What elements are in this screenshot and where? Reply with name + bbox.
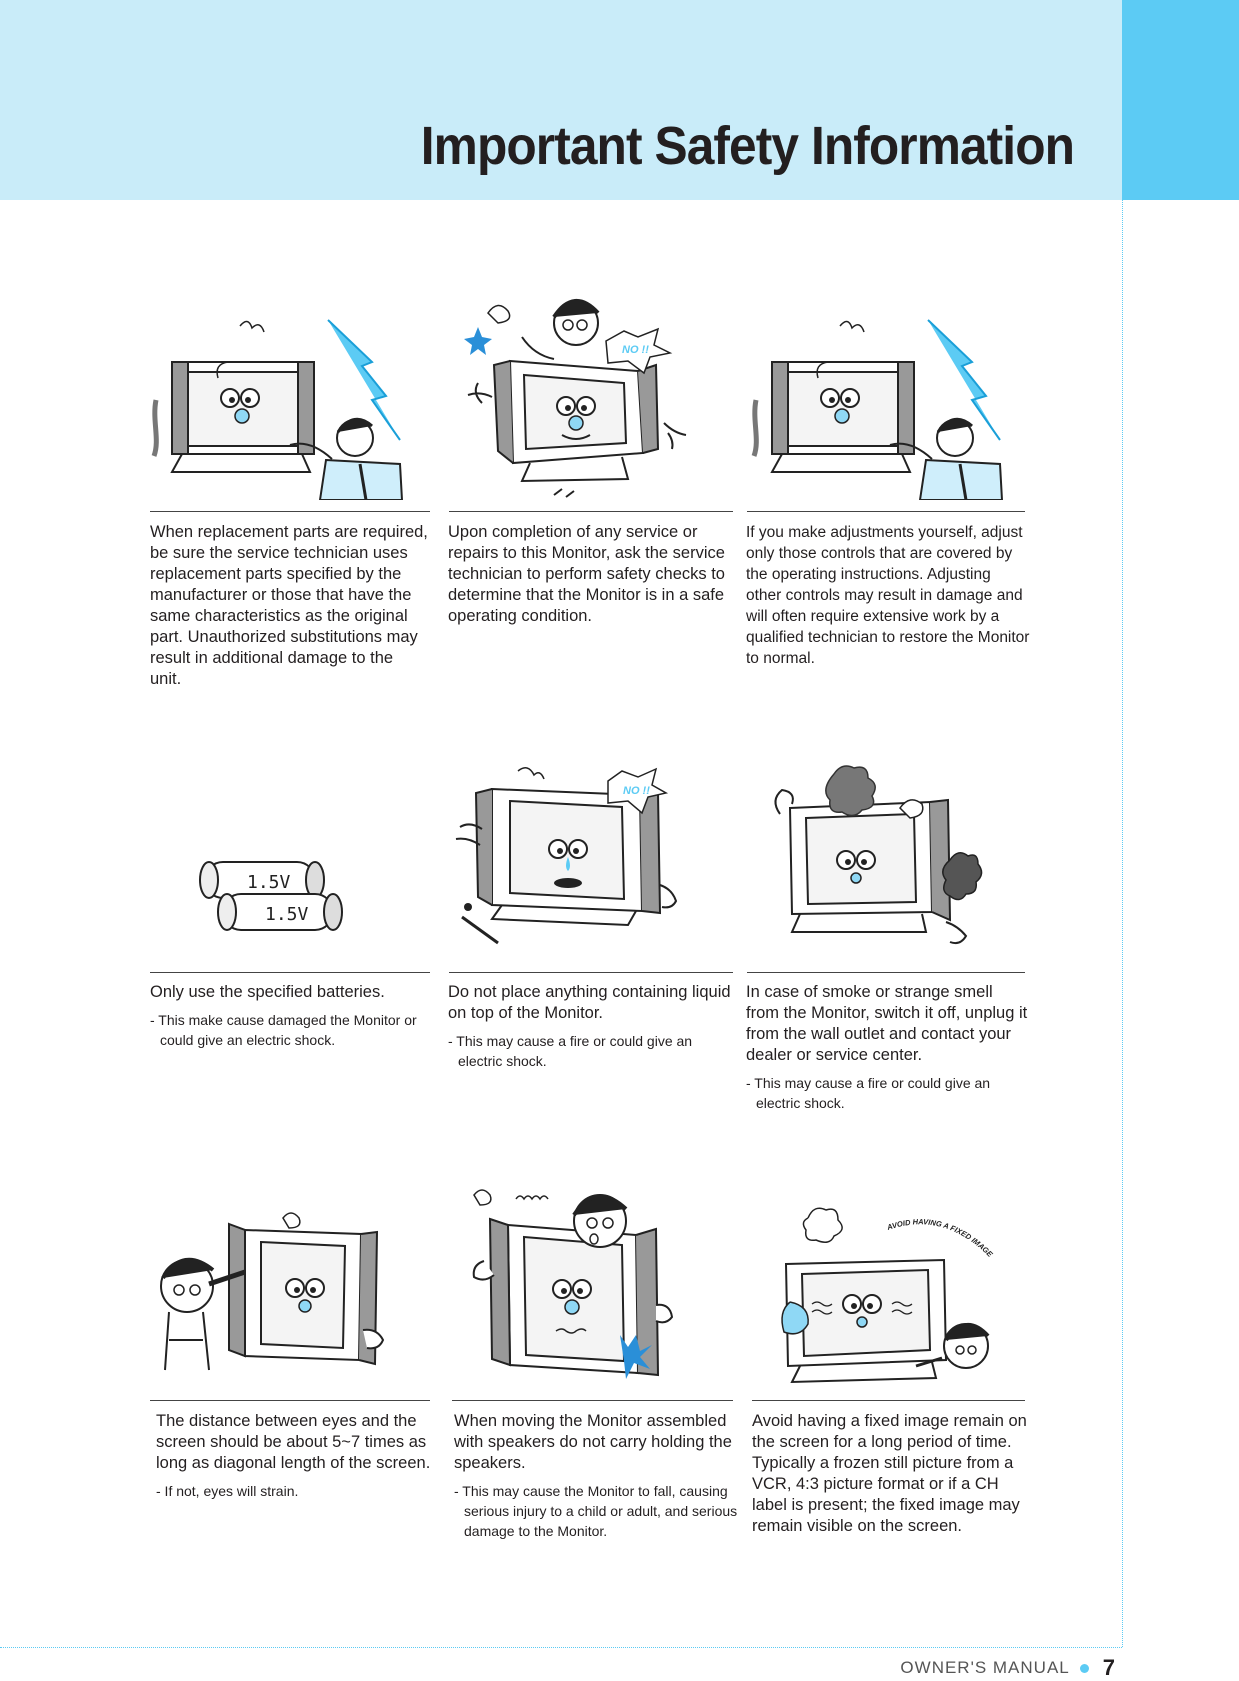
no-label: NO !!: [622, 344, 649, 356]
divider: [452, 1400, 733, 1401]
safety-item-text: Avoid having a fixed image remain on the…: [752, 1412, 1027, 1535]
divider: [150, 972, 430, 973]
battery-label: 1.5V: [247, 872, 291, 893]
moving-monitor-illustration: [472, 1189, 674, 1379]
fixed-image-illustration: AVOID HAVING A FIXED IMAGE REMAIN ON THE…: [756, 1190, 996, 1384]
safety-item-2: Upon completion of any service or repair…: [448, 522, 738, 627]
safety-item-6: In case of smoke or strange smell from t…: [746, 982, 1030, 1113]
safety-item-text: When replacement parts are required, be …: [150, 523, 428, 688]
avoid-fixed-image-label: AVOID HAVING A FIXED IMAGE REMAIN ON THE…: [756, 1190, 996, 1260]
monitor-smoke-illustration: [774, 765, 983, 945]
monitor-lightning-illustration: [751, 319, 1004, 500]
safety-item-text: If you make adjustments yourself, adjust…: [746, 524, 1030, 667]
safety-item-text: When moving the Monitor assembled with s…: [454, 1412, 732, 1472]
battery-icon: 1.5V 1.5V: [199, 861, 343, 931]
safety-item-text: Do not place anything containing liquid …: [448, 983, 731, 1022]
safety-item-3: If you make adjustments yourself, adjust…: [746, 522, 1030, 669]
divider: [752, 1400, 1025, 1401]
header-band: [0, 0, 1122, 200]
divider: [747, 511, 1025, 512]
technician-monitor-no-illustration: NO !!: [464, 299, 687, 498]
monitor-lightning-illustration: [151, 319, 404, 500]
bullet-dot-icon: [1079, 1663, 1089, 1673]
page-title: Important Safety Information: [420, 116, 1075, 176]
footer-label: OWNER'S MANUAL: [900, 1658, 1070, 1677]
safety-item-text: The distance between eyes and the screen…: [156, 1412, 431, 1472]
safety-item-note: - This may cause a fire or could give an…: [448, 1033, 693, 1069]
safety-item-text: Upon completion of any service or repair…: [448, 523, 725, 625]
safety-item-note: - This make cause damaged the Monitor or…: [150, 1012, 417, 1048]
safety-item-5: Do not place anything containing liquid …: [448, 982, 738, 1071]
margin-guide-vertical: [1122, 200, 1123, 1647]
safety-item-4: Only use the specified batteries. - This…: [150, 982, 428, 1050]
safety-item-7: The distance between eyes and the screen…: [156, 1411, 432, 1501]
divider: [150, 511, 430, 512]
viewing-distance-illustration: [160, 1212, 385, 1371]
safety-item-text: Only use the specified batteries.: [150, 983, 385, 1001]
safety-item-1: When replacement parts are required, be …: [150, 522, 428, 690]
safety-item-text: In case of smoke or strange smell from t…: [746, 983, 1028, 1064]
no-label: NO !!: [623, 785, 650, 797]
page-number: 7: [1102, 1655, 1115, 1680]
divider: [150, 1400, 430, 1401]
safety-item-note: - This may cause a fire or could give an…: [746, 1075, 991, 1111]
safety-item-8: When moving the Monitor assembled with s…: [454, 1411, 740, 1541]
divider: [449, 511, 733, 512]
divider: [449, 972, 733, 973]
safety-item-9: Avoid having a fixed image remain on the…: [752, 1411, 1032, 1537]
svg-text:AVOID HAVING A FIXED IMAGE REM: AVOID HAVING A FIXED IMAGE REMAIN ON THE…: [756, 1190, 996, 1260]
header-tab: [1122, 0, 1239, 200]
battery-label: 1.5V: [265, 904, 309, 925]
monitor-no-liquid-illustration: NO !!: [455, 767, 678, 945]
footer: OWNER'S MANUAL 7: [900, 1655, 1115, 1681]
margin-guide-horizontal: [0, 1647, 1122, 1648]
safety-item-note: - This may cause the Monitor to fall, ca…: [454, 1483, 738, 1539]
divider: [747, 972, 1025, 973]
safety-item-note: - If not, eyes will strain.: [156, 1483, 299, 1499]
